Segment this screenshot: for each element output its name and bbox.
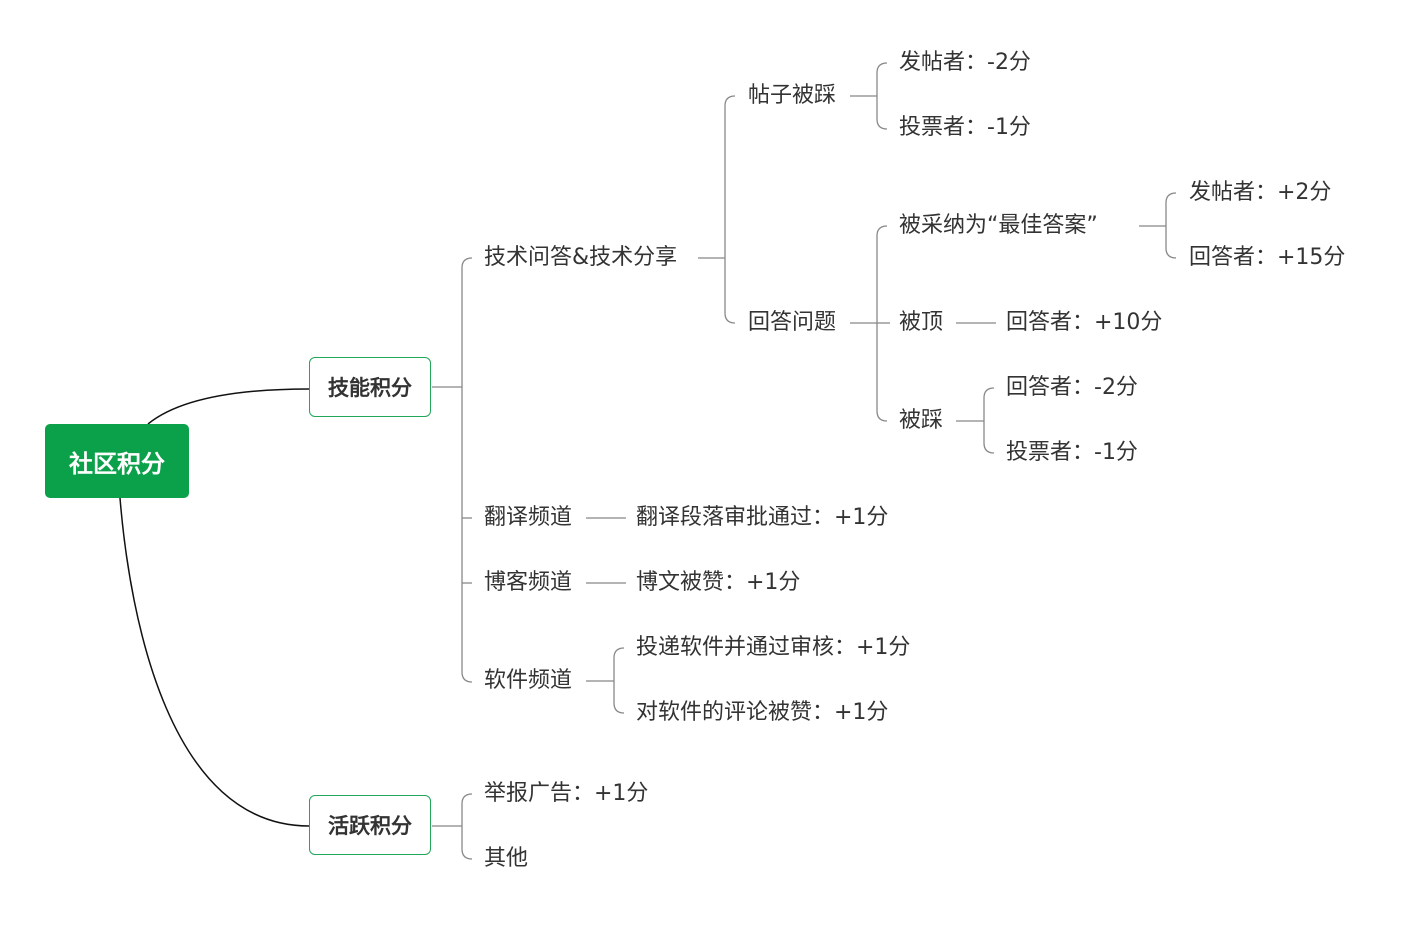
connector-skill-bracket [461, 257, 473, 683]
post-downvoted-node[interactable]: 帖子被踩 [748, 83, 837, 108]
answer-downvoted-node[interactable]: 被踩 [899, 408, 944, 433]
skill-points-node[interactable]: 技能积分 [309, 357, 431, 417]
tech-qa-node[interactable]: 技术问答&技术分享 [484, 245, 678, 270]
software-channel-node[interactable]: 软件频道 [484, 668, 573, 693]
connector-software-bracket [613, 647, 625, 714]
best-poster-node[interactable]: 发帖者：+2分 [1189, 180, 1332, 205]
connector-down-bracket [983, 387, 995, 454]
upvoted-node[interactable]: 被顶 [899, 310, 944, 335]
downvoted-voter-node[interactable]: 投票者：-1分 [899, 115, 1031, 140]
blog-channel-node[interactable]: 博客频道 [484, 570, 573, 595]
upvoted-answerer-node[interactable]: 回答者：+10分 [1006, 310, 1163, 335]
connector-active-bracket [461, 793, 473, 860]
root-node[interactable]: 社区积分 [45, 424, 189, 498]
translate-channel-node[interactable]: 翻译频道 [484, 505, 573, 530]
down-voter-node[interactable]: 投票者：-1分 [1006, 440, 1138, 465]
other-node[interactable]: 其他 [484, 846, 529, 871]
down-answerer-node[interactable]: 回答者：-2分 [1006, 375, 1138, 400]
blog-item-node[interactable]: 博文被赞：+1分 [636, 570, 801, 595]
best-answer-node[interactable]: 被采纳为“最佳答案” [899, 213, 1098, 238]
software-submit-node[interactable]: 投递软件并通过审核：+1分 [636, 635, 911, 660]
connector-downvoted-bracket [876, 62, 888, 130]
connector-root-active [119, 497, 310, 827]
report-ad-node[interactable]: 举报广告：+1分 [484, 781, 649, 806]
connector-root-skill [147, 388, 310, 425]
downvoted-poster-node[interactable]: 发帖者：-2分 [899, 50, 1031, 75]
active-points-node[interactable]: 活跃积分 [309, 795, 431, 855]
software-comment-node[interactable]: 对软件的评论被赞：+1分 [636, 700, 889, 725]
translate-item-node[interactable]: 翻译段落审批通过：+1分 [636, 505, 889, 530]
connector-best-bracket [1165, 192, 1177, 259]
best-answerer-node[interactable]: 回答者：+15分 [1189, 245, 1346, 270]
answer-question-node[interactable]: 回答问题 [748, 310, 837, 335]
connector-tech-bracket [724, 95, 736, 324]
